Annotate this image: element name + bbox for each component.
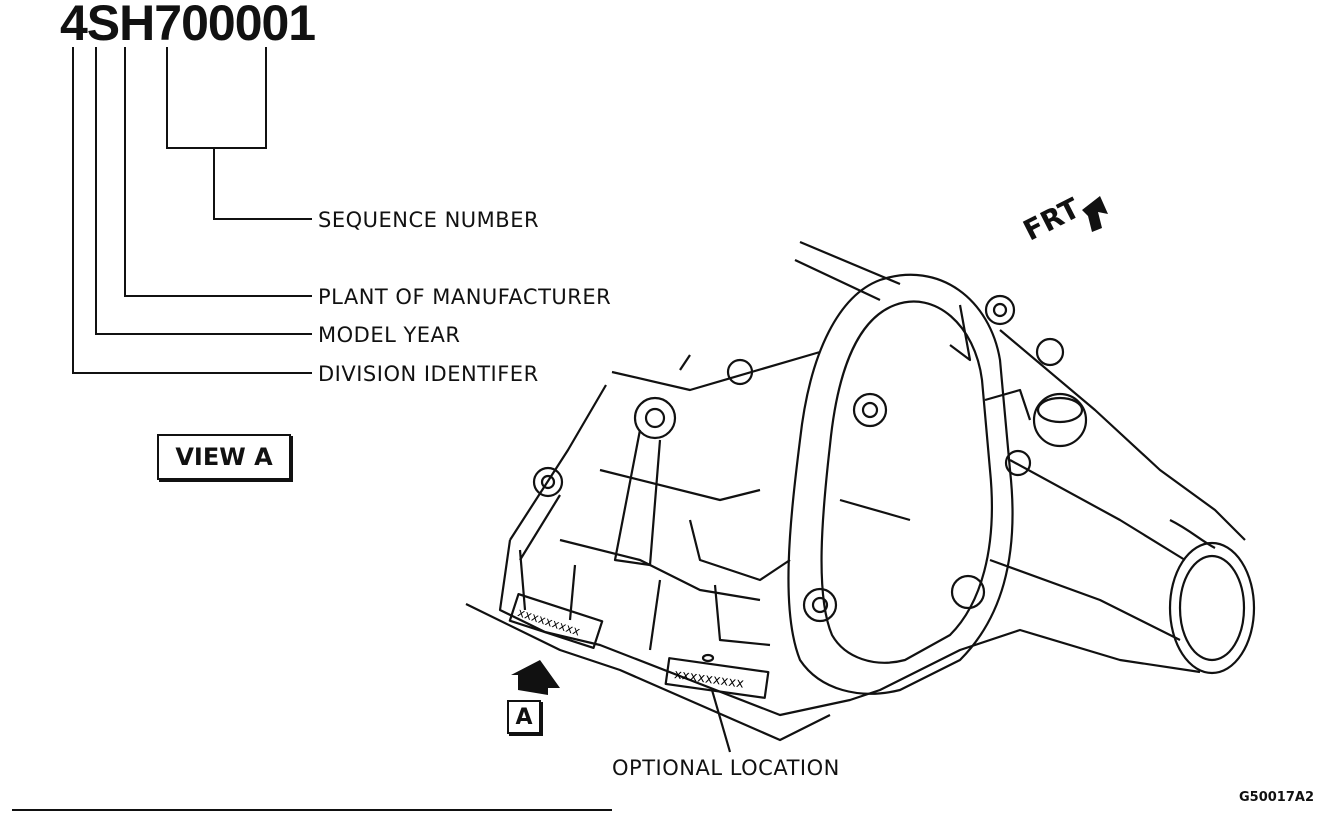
serial-number: 4SH700001 (60, 0, 316, 51)
division-leader (72, 47, 312, 374)
model-year-leader (95, 47, 312, 335)
plant-of-manufacturer-label: PLANT OF MANUFACTURER (318, 285, 612, 309)
transmission-case (465, 240, 1256, 753)
view-a-marker: A (507, 700, 541, 734)
optional-location-label: OPTIONAL LOCATION (612, 756, 840, 780)
sequence-bracket (166, 47, 267, 149)
division-identifier-label: DIVISION IDENTIFER (318, 362, 539, 386)
model-year-label: MODEL YEAR (318, 323, 461, 347)
frt-arrow-icon (1082, 196, 1108, 232)
plant-leader (124, 47, 312, 297)
view-a-label: VIEW A (157, 434, 291, 480)
figure-code: G50017A2 (1238, 790, 1314, 805)
sequence-number-label: SEQUENCE NUMBER (318, 208, 540, 232)
view-a-arrow-icon (511, 660, 560, 695)
sequence-leader (213, 148, 312, 220)
